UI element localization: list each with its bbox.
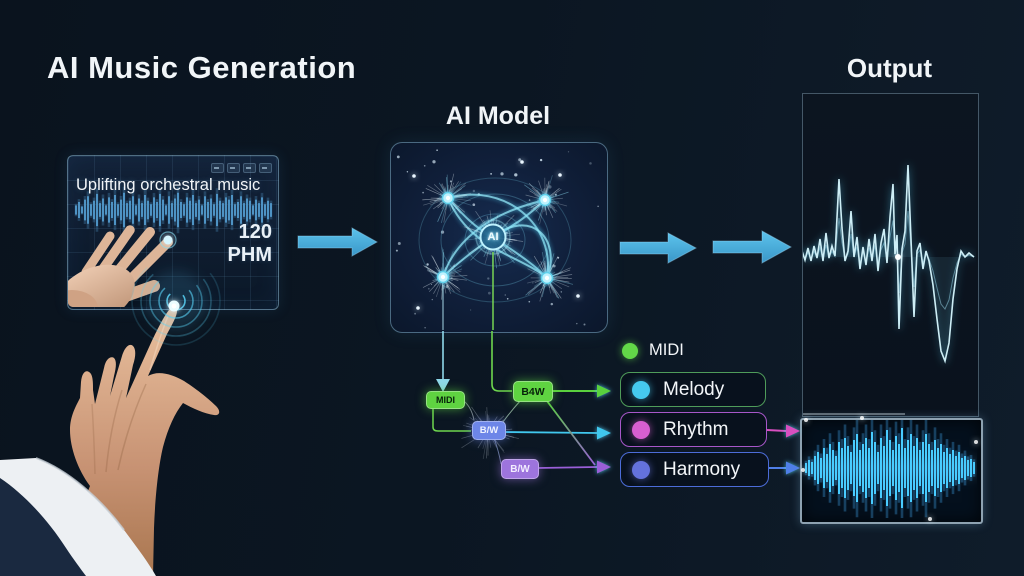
flow-box-bw-blue: B/W xyxy=(472,421,506,440)
rhythm-dot-icon xyxy=(632,420,650,439)
midi-dot-icon xyxy=(622,342,638,359)
panel-toolbar-button[interactable] xyxy=(243,163,256,173)
harmony-dot-icon xyxy=(632,460,650,479)
flow-box-midi-label: MIDI xyxy=(436,395,455,405)
page-title: AI Music Generation xyxy=(47,50,357,85)
legend-item-rhythm: Rhythm xyxy=(620,412,767,447)
prompt-text: Uplifting orchestral music xyxy=(76,176,261,194)
legend-harmony-label: Harmony xyxy=(663,458,741,480)
flow-box-bw-blue-label: B/W xyxy=(479,425,499,436)
legend-midi-label: MIDI xyxy=(649,341,684,359)
melody-dot-icon xyxy=(632,380,650,399)
flow-box-b4w-label: B4W xyxy=(521,385,545,398)
tempo-value: 120 PHM xyxy=(227,221,272,266)
flow-box-bw-purple-label: B/W xyxy=(510,463,530,475)
legend-item-midi: MIDI xyxy=(622,341,684,360)
flow-box-midi: MIDI xyxy=(426,391,465,409)
legend-item-harmony: Harmony xyxy=(620,452,769,487)
shirt-cuff xyxy=(0,458,156,576)
ai-core-node-label: AI xyxy=(487,231,499,243)
hand-silhouette xyxy=(70,306,220,576)
output-label: Output xyxy=(846,53,933,83)
output-audio-panel xyxy=(800,418,983,524)
output-waveform-panel xyxy=(802,93,979,417)
panel-toolbar-button[interactable] xyxy=(259,163,272,173)
legend-rhythm-label: Rhythm xyxy=(663,418,729,440)
legend-item-melody: Melody xyxy=(620,372,766,407)
panel-toolbar xyxy=(211,163,272,173)
flow-box-bw-purple: B/W xyxy=(501,459,539,479)
suit-sleeve xyxy=(0,478,86,576)
legend-melody-label: Melody xyxy=(663,378,725,400)
ai-model-label: AI Model xyxy=(445,102,551,130)
panel-toolbar-button[interactable] xyxy=(227,163,240,173)
flow-box-b4w: B4W xyxy=(513,381,553,402)
panel-toolbar-button[interactable] xyxy=(211,163,224,173)
